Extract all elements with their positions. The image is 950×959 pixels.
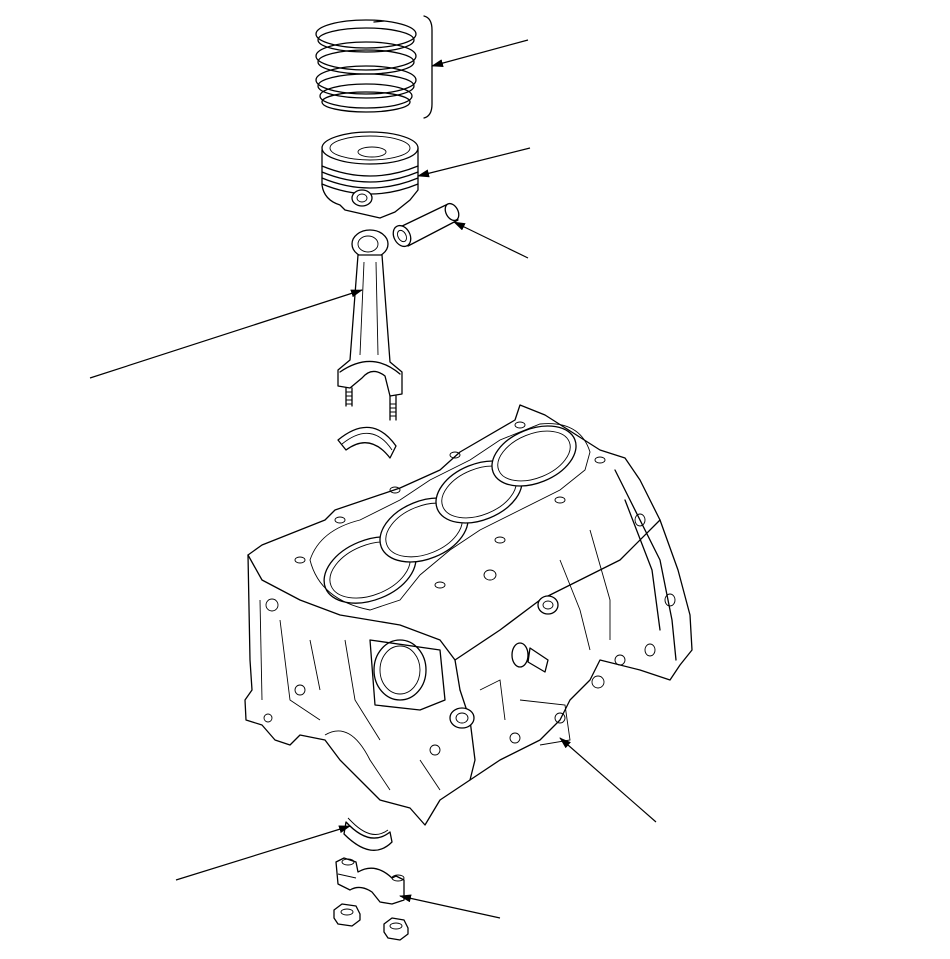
piston-pin xyxy=(390,201,462,249)
cap-nuts xyxy=(334,904,408,940)
connecting-rod xyxy=(338,230,402,420)
bearing-cap xyxy=(336,858,404,904)
callout-main-bearing xyxy=(176,826,351,880)
piston-rings xyxy=(316,16,432,118)
callout-leaders xyxy=(90,40,656,918)
callout-piston-rings xyxy=(431,40,528,67)
cylinder-block xyxy=(245,405,692,825)
callout-piston-pin xyxy=(453,222,528,258)
piston xyxy=(322,132,418,218)
main-bearing xyxy=(344,818,392,850)
connecting-rod-bearing-upper xyxy=(338,427,396,458)
callout-bearing-cap xyxy=(399,894,500,918)
callout-cylinder-block xyxy=(559,737,656,822)
callout-piston xyxy=(417,148,530,178)
callout-connecting-rod xyxy=(90,290,363,378)
